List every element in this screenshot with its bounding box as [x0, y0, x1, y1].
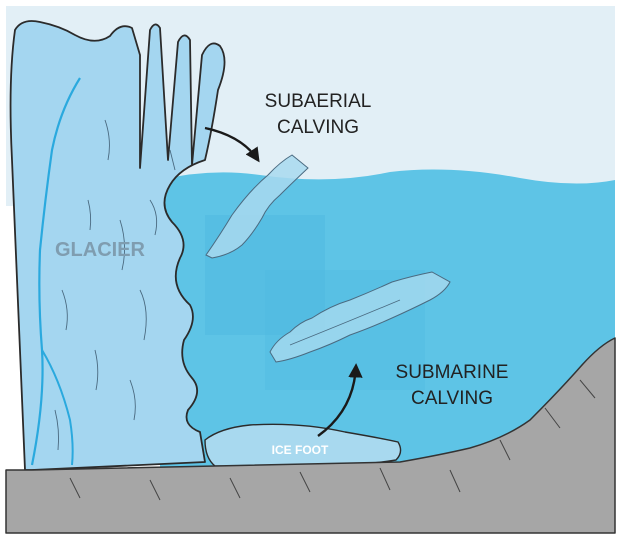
ice-foot-label: ICE FOOT	[272, 443, 329, 457]
subaerial-calving-label-line2: CALVING	[277, 117, 359, 138]
submarine-calving-label-line1: SUBMARINE	[396, 362, 509, 383]
glacier-label: GLACIER	[55, 239, 146, 261]
subaerial-calving-label-line1: SUBAERIAL	[265, 91, 372, 112]
submarine-calving-label-line2: CALVING	[411, 388, 493, 409]
